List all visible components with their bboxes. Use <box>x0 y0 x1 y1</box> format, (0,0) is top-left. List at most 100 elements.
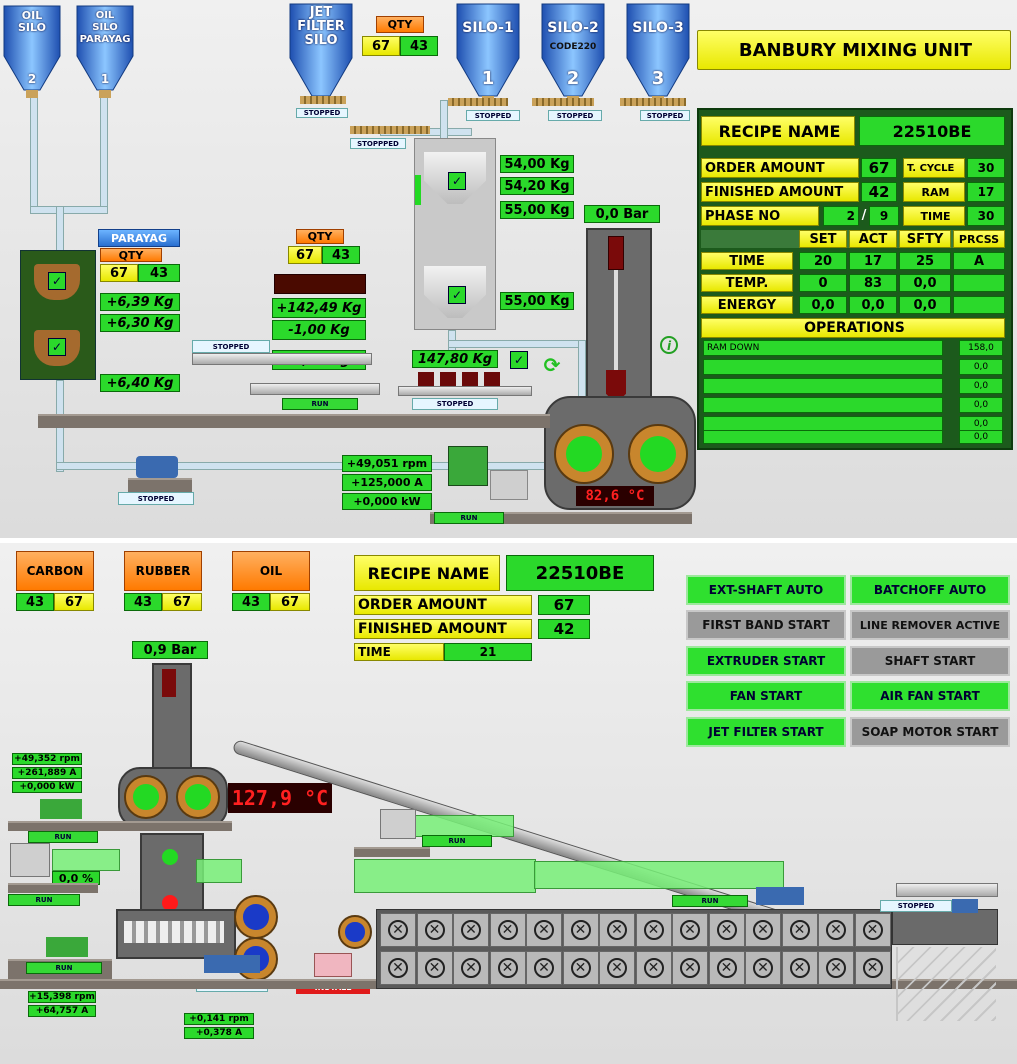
motor-icon <box>756 887 804 905</box>
silo-3: SILO-3 3 <box>625 2 691 106</box>
batch-block <box>440 372 456 386</box>
jet-filter-silo: JET FILTER SILO <box>288 2 354 106</box>
first-band-start-button[interactable]: FIRST BAND START <box>686 610 846 640</box>
qty-label: QTY <box>296 229 344 244</box>
fan-blade-icon: ✕ <box>497 920 518 940</box>
refresh-icon[interactable]: ⟳ <box>543 353 561 377</box>
pipe <box>30 206 108 214</box>
fan-blade-icon: ✕ <box>680 958 700 978</box>
qty-label: QTY <box>100 248 162 262</box>
row-label: TEMP. <box>701 274 793 292</box>
cooling-fan-icon: ✕ <box>745 913 781 947</box>
jet-filter-start-button[interactable]: JET FILTER START <box>686 717 846 747</box>
cooling-fan-icon: ✕ <box>453 951 489 985</box>
material-value: 67 <box>270 593 310 611</box>
cooling-fan-icon: ✕ <box>489 951 526 985</box>
fan-start-button[interactable]: FAN START <box>686 681 846 711</box>
cooling-fan-icon: ✕ <box>526 951 562 985</box>
fan-blade-icon: ✕ <box>461 958 481 978</box>
phase-separator: / <box>861 208 867 223</box>
fan-blade-icon: ✕ <box>534 958 554 978</box>
qty-value: 43 <box>322 246 360 264</box>
operation-name[interactable] <box>703 430 943 444</box>
tcycle-label: T. CYCLE <box>903 158 965 178</box>
ram-cylinder <box>608 236 624 270</box>
silo-code: CODE220 <box>549 42 597 52</box>
material-oil-values: 43 67 <box>232 593 310 611</box>
oil-silo-parayag-1: OIL SILO PARAYAG 1 <box>75 4 135 100</box>
cooling-fan-icon: ✕ <box>416 913 453 947</box>
qty-value: 67 <box>288 246 323 264</box>
parayag-qty: 67 43 <box>100 264 180 282</box>
extruder-start-button[interactable]: EXTRUDER START <box>686 646 846 676</box>
pipe <box>578 340 586 402</box>
conveyor <box>896 883 998 897</box>
row-value: A <box>953 252 1005 270</box>
phase-value: 2 <box>823 206 859 226</box>
operation-value: 0,0 <box>959 359 1003 375</box>
pipe <box>440 100 448 142</box>
roller <box>234 895 278 939</box>
cooling-fan-icon: ✕ <box>635 951 672 985</box>
cooling-fan-icon: ✕ <box>708 951 745 985</box>
recipe-name-label: RECIPE NAME <box>701 116 855 146</box>
tcycle-value: 30 <box>967 158 1005 178</box>
operation-name[interactable] <box>703 378 943 394</box>
cooling-fan-icon: ✕ <box>562 951 599 985</box>
ram-value: 17 <box>967 182 1005 202</box>
floor <box>38 414 550 428</box>
silo-icon <box>3 5 61 98</box>
row-label: TIME <box>701 252 793 270</box>
fan-blade-icon: ✕ <box>388 920 408 940</box>
cooling-fan-icon: ✕ <box>380 951 416 985</box>
finished-amount-label: FINISHED AMOUNT <box>354 619 532 639</box>
material-value: 67 <box>162 593 202 611</box>
operation-name[interactable]: RAM DOWN <box>703 340 943 356</box>
fan-blade-icon: ✕ <box>716 958 737 978</box>
screw-conveyor <box>448 98 508 106</box>
col-header: SFTY <box>899 230 951 248</box>
fan-blade-icon: ✕ <box>753 920 773 940</box>
row-label: ENERGY <box>701 296 793 314</box>
cooling-fan-icon: ✕ <box>854 951 891 985</box>
rotor <box>176 775 220 819</box>
row-value: 83 <box>849 274 897 292</box>
col-header: PRCSS <box>953 230 1005 248</box>
cooling-fan-icon: ✕ <box>818 951 854 985</box>
hopper-weight-2: 54,20 Kg <box>500 177 574 195</box>
motor-power: +0,000 kW <box>342 493 432 510</box>
floor <box>128 478 192 492</box>
shaft-start-button[interactable]: SHAFT START <box>850 646 1010 676</box>
conveyor <box>398 386 532 396</box>
jet-qty: 67 43 <box>362 36 438 56</box>
operation-value: 0,0 <box>959 430 1003 444</box>
parayag-weight-2: +6,30 Kg <box>100 314 180 332</box>
operation-name[interactable] <box>703 397 943 413</box>
air-duct <box>52 849 120 871</box>
silo-label: SILO-2 <box>547 20 599 36</box>
batch-block <box>462 372 478 386</box>
fan-blade-icon: ✕ <box>497 958 518 978</box>
ext-shaft-auto-button[interactable]: EXT-SHAFT AUTO <box>686 575 846 605</box>
finished-amount-value: 42 <box>538 619 590 639</box>
scale-weight-2: -1,00 Kg <box>272 320 366 340</box>
batchoff-auto-button[interactable]: BATCHOFF AUTO <box>850 575 1010 605</box>
silo-2: SILO-2 CODE220 2 <box>540 2 606 106</box>
line-remover-active-button[interactable]: LINE REMOVER ACTIVE <box>850 610 1010 640</box>
air-fan-start-button[interactable]: AIR FAN START <box>850 681 1010 711</box>
cooling-fan-icon: ✕ <box>818 913 854 947</box>
order-amount-value: 67 <box>538 595 590 615</box>
operation-name[interactable] <box>703 359 943 375</box>
time-label: TIME <box>354 643 444 661</box>
jet-silo-status: STOPPED <box>296 108 348 118</box>
check-icon: ✓ <box>448 172 466 190</box>
operation-value: 158,0 <box>959 340 1003 356</box>
mixing-unit-panel: OIL SILO 2 OIL SILO PARAYAG 1 JET FILTER… <box>0 0 1017 538</box>
pressure-display: 0,0 Bar <box>584 205 660 223</box>
soap-motor-start-button[interactable]: SOAP MOTOR START <box>850 717 1010 747</box>
air-duct <box>534 861 784 889</box>
info-icon[interactable]: i <box>660 336 678 354</box>
batchoff-end <box>892 909 998 945</box>
silo-label: OIL SILO PARAYAG <box>79 10 131 45</box>
conveyor <box>192 353 372 365</box>
